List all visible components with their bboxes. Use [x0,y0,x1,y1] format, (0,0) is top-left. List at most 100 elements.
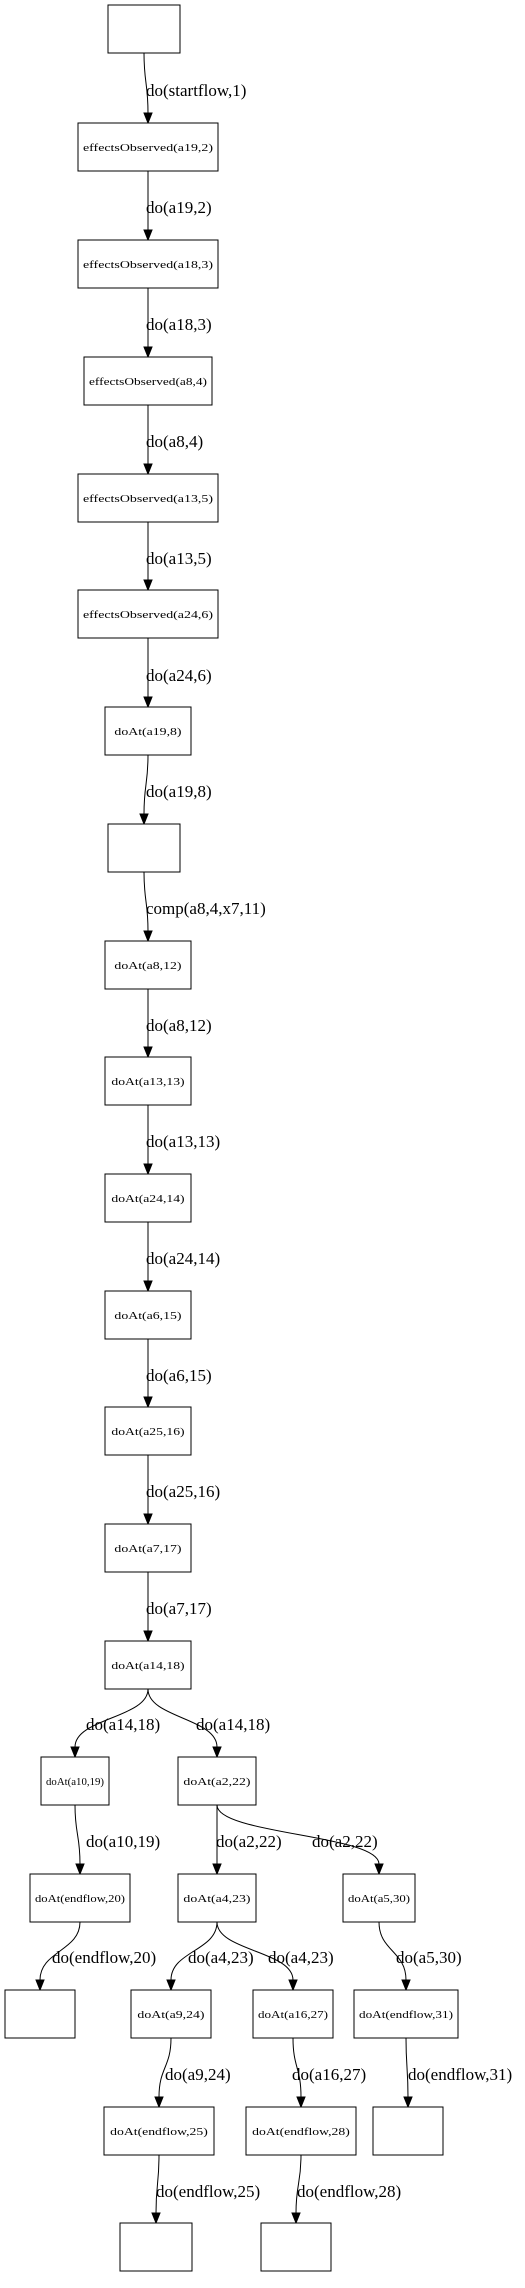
node-box [83,356,213,406]
node-box [104,1406,192,1456]
node-label: doAt(endflow,20) [35,1893,125,1905]
edge: do(a8,4) [143,405,203,476]
state-node: doAt(a7,17) [104,1523,192,1573]
edge: do(a4,23) [166,1921,254,1992]
edge: do(a16,27) [292,2037,366,2109]
edge-line [74,1804,81,1865]
node-box [372,2106,444,2156]
node-label: effectsObserved(a18,3) [83,259,213,271]
arrow-head [143,1396,153,1409]
state-node: doAt(a16,27) [252,1989,334,2039]
arrow-head [166,1979,176,1992]
edge-label: do(a19,2) [146,198,212,217]
state-node: doAt(a5,30) [342,1873,416,1923]
edge: do(a25,16) [143,1455,220,1526]
edge-label: do(a7,17) [146,1599,212,1618]
node-box [77,122,219,172]
arrow-head [154,2096,164,2109]
state-node [119,2222,193,2272]
edge-line [143,871,149,932]
node-box [104,1640,192,1690]
arrow-head [70,1746,80,1759]
edge-label: do(a9,24) [165,2065,231,2084]
arrow-head [75,1863,85,1876]
edge: do(a24,14) [143,1222,220,1293]
state-node [260,2222,332,2272]
state-node: doAt(endflow,28) [245,2106,357,2156]
edge-label: do(a8,4) [146,432,203,451]
node-box [104,706,192,756]
node-label: doAt(a8,12) [114,960,182,972]
edge-label: do(a19,8) [146,782,212,801]
edge-line [292,2037,302,2098]
edge: do(a19,8) [139,754,212,826]
edge: do(a13,5) [143,522,212,592]
arrow-head [288,1979,298,1992]
node-box [77,239,219,289]
arrow-head [291,2212,301,2225]
arrow-head [296,2096,306,2109]
node-box [104,940,192,990]
node-label: doAt(a24,14) [111,1193,185,1205]
state-node: doAt(a6,15) [104,1290,192,1340]
state-node [107,4,181,54]
node-label: effectsObserved(a24,6) [83,609,213,621]
node-box [177,1756,257,1806]
edge-label: do(a24,14) [146,1249,220,1268]
node-box [103,2106,215,2156]
edge: do(endflow,31) [403,2037,512,2109]
node-label: effectsObserved(a8,4) [89,376,207,388]
nodes: effectsObserved(a19,2) effectsObserved(a1… [4,4,459,2272]
arrow-head [143,1630,153,1643]
edge-line [158,2037,172,2098]
edge: comp(a8,4,x7,11) [143,871,266,943]
arrow-head [139,813,149,826]
arrow-head [143,112,153,125]
node-label: effectsObserved(a13,5) [83,493,213,505]
node-box [353,1989,459,2039]
node-label: doAt(endflow,25) [110,2126,208,2138]
edge: do(a4,23) [216,1921,334,1992]
node-box [104,1056,192,1106]
node-label: doAt(a9,24) [137,2009,205,2021]
edge: do(a5,30) [378,1921,462,1992]
node-box [4,1989,76,2039]
state-node: doAt(a24,14) [104,1173,192,1223]
edges: do(startflow,1)do(a19,2)do(a18,3)do(a8,4… [35,52,512,2225]
edge-label: do(a13,13) [146,1132,220,1151]
edge-line [216,1921,294,1981]
edge: do(endflow,25) [151,2154,260,2225]
edge-label: do(a14,18) [196,1715,270,1734]
node-box [252,1989,334,2039]
state-node: doAt(endflow,20) [29,1873,131,1923]
node-box [177,1873,257,1923]
edge: do(a2,22) [216,1804,384,1876]
arrow-head [212,1863,222,1876]
arrow-head [143,1280,153,1293]
state-node: effectsObserved(a18,3) [77,239,219,289]
node-label: doAt(a25,16) [111,1426,185,1438]
state-node: doAt(a8,12) [104,940,192,990]
state-node: effectsObserved(a19,2) [77,122,219,172]
state-node: doAt(a19,8) [104,706,192,756]
node-label: doAt(a14,18) [111,1660,185,1672]
edge-line [155,2154,160,2214]
edge-label: do(a24,6) [146,666,212,685]
node-box [107,823,181,873]
arrow-head [143,696,153,709]
node-box [104,1173,192,1223]
node-label: doAt(a5,30) [348,1893,410,1905]
state-node: doAt(a9,24) [130,1989,212,2039]
arrow-head [374,1863,384,1876]
edge-line [143,52,149,114]
edge-line [216,1804,380,1865]
node-box [77,589,219,639]
state-node: doAt(a4,23) [177,1873,257,1923]
edge-label: do(a14,18) [86,1715,160,1734]
state-node [107,823,181,873]
edge-label: do(endflow,25) [156,2182,260,2201]
arrow-head [143,579,153,592]
state-node: doAt(a2,22) [177,1756,257,1806]
node-label: doAt(a19,8) [114,726,182,738]
